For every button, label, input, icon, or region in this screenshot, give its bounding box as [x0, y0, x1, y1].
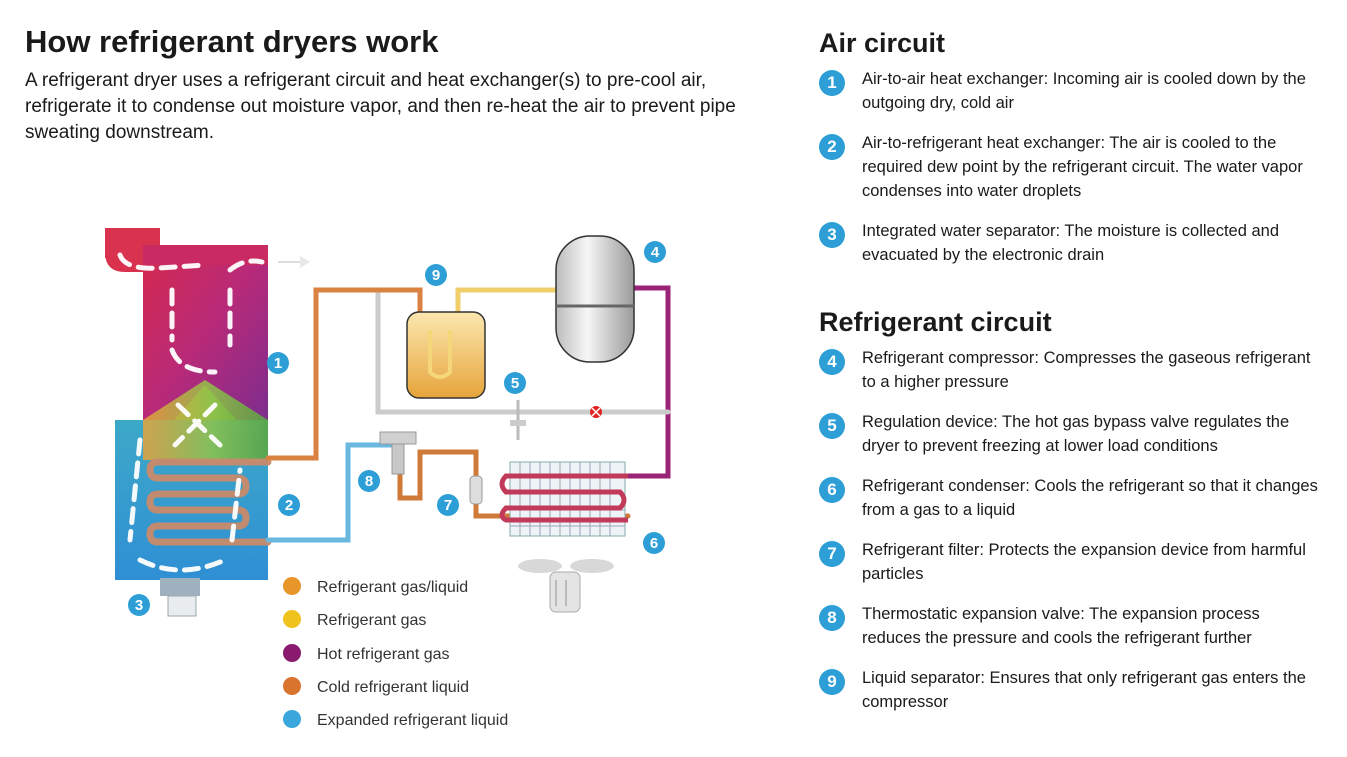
badge-2 — [278, 494, 300, 516]
legend: Refrigerant gas/liquid Refrigerant gas H… — [283, 577, 508, 729]
legend-dot-gas-liquid — [283, 577, 301, 595]
badge-8 — [358, 470, 380, 492]
svg-text:8: 8 — [365, 473, 373, 490]
svg-text:6: 6 — [650, 535, 658, 552]
ref-item-5: 5 Regulation device: The hot gas bypass … — [819, 413, 1319, 469]
ref-item-8: 8 Thermostatic expansion valve: The expa… — [819, 605, 1319, 661]
ref-item-7: 7 Refrigerant filter: Protects the expan… — [819, 541, 1319, 597]
legend-label-cold-liquid: Cold refrigerant liquid — [317, 679, 469, 696]
svg-text:1: 1 — [274, 355, 282, 372]
svg-text:4: 4 — [651, 244, 660, 261]
item-number-badge: 6 — [819, 477, 845, 503]
item-text: Integrated water separator: The moisture… — [862, 222, 1280, 264]
badge-6 — [643, 532, 665, 554]
legend-label-gas-liquid: Refrigerant gas/liquid — [317, 579, 468, 596]
svg-text:5: 5 — [511, 375, 519, 392]
ref-item-6: 6 Refrigerant condenser: Cools the refri… — [819, 477, 1319, 533]
refrigerant-circuit-title: Refrigerant circuit — [819, 307, 1052, 337]
badge-1 — [267, 352, 289, 374]
liquid-separator — [406, 311, 486, 399]
legend-label-expanded-liquid: Expanded refrigerant liquid — [317, 712, 508, 729]
item-text: Refrigerant condenser: Cools the refrige… — [862, 477, 1318, 519]
air-item-1: 1 Air-to-air heat exchanger: Incoming ai… — [819, 70, 1319, 126]
air-item-3: 3 Integrated water separator: The moistu… — [819, 222, 1319, 278]
item-text: Air-to-air heat exchanger: Incoming air … — [862, 70, 1306, 112]
item-text: Refrigerant compressor: Compresses the g… — [862, 349, 1311, 391]
item-number-badge: 5 — [819, 413, 845, 439]
refrigerant-compressor — [555, 235, 635, 363]
water-drain-unit — [160, 578, 200, 596]
item-text: Refrigerant filter: Protects the expansi… — [862, 541, 1306, 583]
evaporator-coils — [146, 458, 272, 546]
badge-3 — [128, 594, 150, 616]
legend-dot-expanded-liquid — [283, 710, 301, 728]
svg-text:7: 7 — [444, 497, 452, 514]
intro-paragraph: A refrigerant dryer uses a refrigerant c… — [25, 70, 736, 143]
ref-item-4: 4 Refrigerant compressor: Compresses the… — [819, 349, 1319, 405]
refrigerant-filter — [469, 475, 483, 505]
expansion-valve — [379, 431, 417, 475]
refrigerant-lines — [265, 285, 671, 543]
legend-label-gas: Refrigerant gas — [317, 612, 426, 629]
item-number-badge: 3 — [819, 222, 845, 248]
item-text: Liquid separator: Ensures that only refr… — [862, 669, 1306, 711]
air-flow-arrows — [117, 187, 265, 573]
hot-gas-bypass-valve — [510, 400, 526, 440]
item-text: Thermostatic expansion valve: The expans… — [862, 605, 1260, 647]
dryer-diagram: 1 2 3 4 5 6 7 8 9 Refrigerant gas/liquid… — [105, 187, 671, 729]
air-circuit-title: Air circuit — [819, 28, 946, 58]
ref-item-9: 9 Liquid separator: Ensures that only re… — [819, 669, 1319, 725]
svg-text:2: 2 — [285, 497, 293, 514]
legend-label-hot-gas: Hot refrigerant gas — [317, 646, 450, 663]
badge-4 — [644, 241, 666, 263]
badge-9 — [425, 264, 447, 286]
item-text: Air-to-refrigerant heat exchanger: The a… — [862, 134, 1303, 200]
diagram-badges: 1 2 3 4 5 6 7 8 9 — [128, 241, 666, 616]
condenser-fan — [518, 559, 614, 613]
item-number-badge: 8 — [819, 605, 845, 631]
badge-7 — [437, 494, 459, 516]
svg-text:3: 3 — [135, 597, 143, 614]
legend-dot-hot-gas — [283, 644, 301, 662]
legend-dot-cold-liquid — [283, 677, 301, 695]
item-number-badge: 2 — [819, 134, 845, 160]
air-inlet-pipe-top — [105, 228, 125, 258]
item-number-badge: 1 — [819, 70, 845, 96]
item-text: Regulation device: The hot gas bypass va… — [862, 413, 1290, 455]
item-number-badge: 9 — [819, 669, 845, 695]
item-number-badge: 4 — [819, 349, 845, 375]
badge-5 — [504, 372, 526, 394]
legend-dot-gas — [283, 610, 301, 628]
refrigerant-condenser — [499, 461, 628, 537]
page-title: How refrigerant dryers work — [25, 24, 439, 59]
item-number-badge: 7 — [819, 541, 845, 567]
air-item-2: 2 Air-to-refrigerant heat exchanger: The… — [819, 134, 1319, 200]
svg-text:9: 9 — [432, 267, 440, 284]
